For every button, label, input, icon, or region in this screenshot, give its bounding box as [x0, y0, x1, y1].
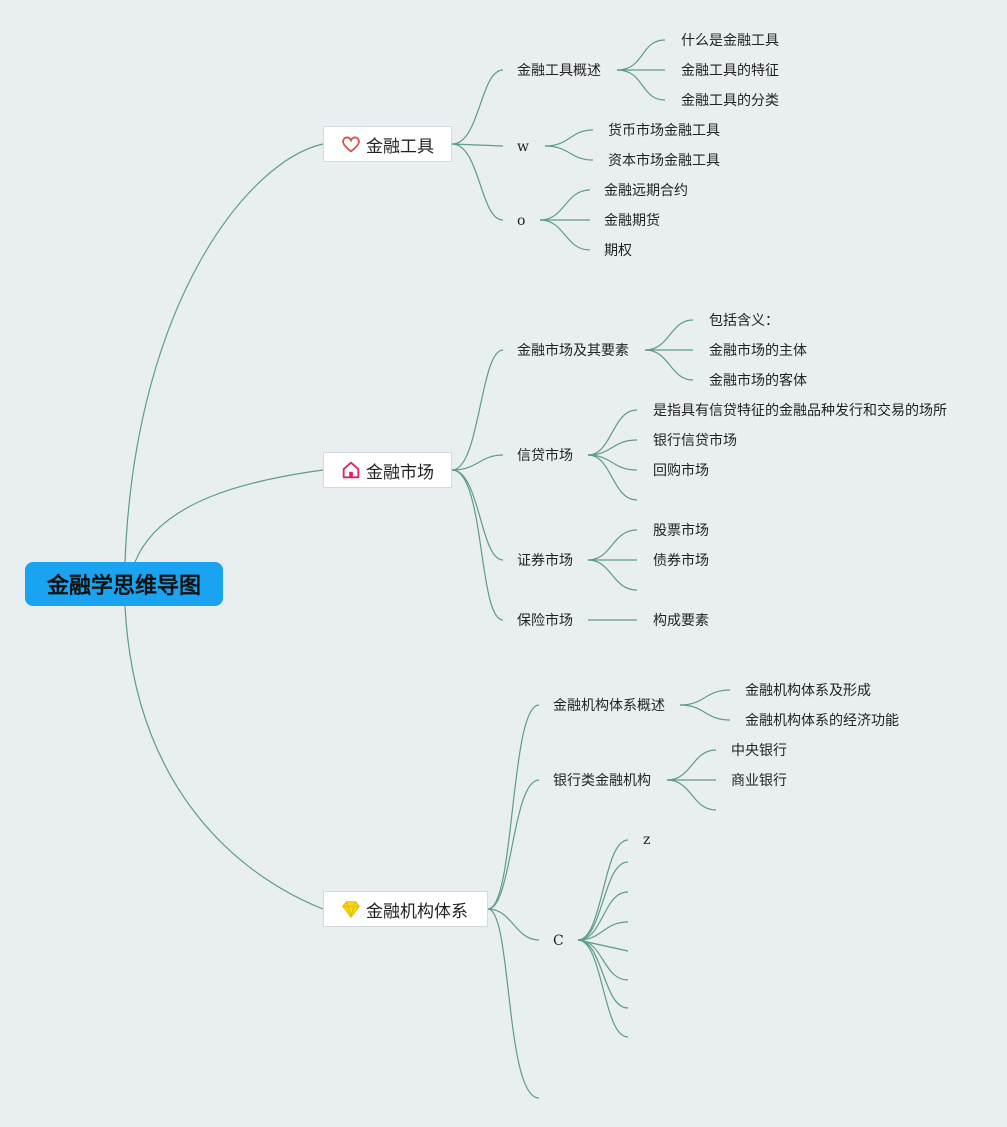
connector-tools-overview — [451, 69, 504, 145]
leaf-item[interactable]: 金融市场的客体 — [709, 373, 807, 389]
connector-root-tools — [124, 143, 324, 563]
leaf-item[interactable]: 金融工具的分类 — [681, 93, 779, 109]
leaf-item[interactable]: 期权 — [604, 243, 632, 259]
heart-outline-icon — [340, 133, 362, 155]
leaf-item[interactable]: 债券市场 — [653, 553, 709, 569]
topic-tools-overview[interactable]: 金融工具概述 — [517, 63, 601, 79]
diamond-icon — [340, 898, 362, 920]
leaf-item[interactable]: 金融工具的特征 — [681, 63, 779, 79]
root-node[interactable]: 金融学思维导图 — [25, 562, 223, 606]
leaf-item[interactable]: 资本市场金融工具 — [608, 153, 720, 169]
leaf-item[interactable]: 什么是金融工具 — [681, 33, 779, 49]
branch-label: 金融市场 — [366, 462, 434, 483]
branch-financial-institutions[interactable]: 金融机构体系 — [323, 891, 488, 927]
leaf-item[interactable]: 回购市场 — [653, 463, 709, 479]
connector-root-market — [134, 469, 324, 563]
house-icon — [340, 459, 362, 481]
topic-market-elements[interactable]: 金融市场及其要素 — [517, 343, 629, 359]
topic-institutions-overview[interactable]: 金融机构体系概述 — [553, 698, 665, 714]
leaf-item[interactable]: 金融期货 — [604, 213, 660, 229]
leaf-item[interactable]: 构成要素 — [653, 613, 709, 629]
leaf-item[interactable]: 是指具有信贷特征的金融品种发行和交易的场所 — [653, 403, 947, 419]
leaf-item[interactable]: 金融市场的主体 — [709, 343, 807, 359]
topic-tools-w[interactable]: w — [517, 139, 529, 155]
topic-institutions-banks[interactable]: 银行类金融机构 — [553, 773, 651, 789]
branch-label: 金融机构体系 — [366, 901, 468, 922]
topic-institutions-c[interactable]: C — [553, 933, 564, 949]
branch-financial-market[interactable]: 金融市场 — [323, 452, 452, 488]
branch-label: 金融工具 — [366, 136, 434, 157]
topic-market-insurance[interactable]: 保险市场 — [517, 613, 573, 629]
leaf-item[interactable]: 金融远期合约 — [604, 183, 688, 199]
leaf-item[interactable]: 包括含义： — [709, 313, 779, 329]
topic-market-credit[interactable]: 信贷市场 — [517, 448, 573, 464]
leaf-item[interactable]: z — [643, 832, 651, 848]
leaf-item[interactable]: 股票市场 — [653, 523, 709, 539]
connector-tools-o — [451, 143, 504, 221]
leaf-item[interactable]: 金融机构体系及形成 — [745, 683, 871, 699]
topic-market-securities[interactable]: 证券市场 — [517, 553, 573, 569]
connector-tools-w — [451, 143, 504, 147]
leaf-item[interactable]: 货币市场金融工具 — [608, 123, 720, 139]
leaf-item[interactable]: 商业银行 — [731, 773, 787, 789]
leaf-item[interactable]: 银行信贷市场 — [653, 433, 737, 449]
branch-financial-tools[interactable]: 金融工具 — [323, 126, 452, 162]
leaf-item[interactable]: 中央银行 — [731, 743, 787, 759]
topic-tools-o[interactable]: o — [517, 213, 526, 229]
leaf-item[interactable]: 金融机构体系的经济功能 — [745, 713, 899, 729]
connector-root-institutions — [124, 605, 324, 910]
